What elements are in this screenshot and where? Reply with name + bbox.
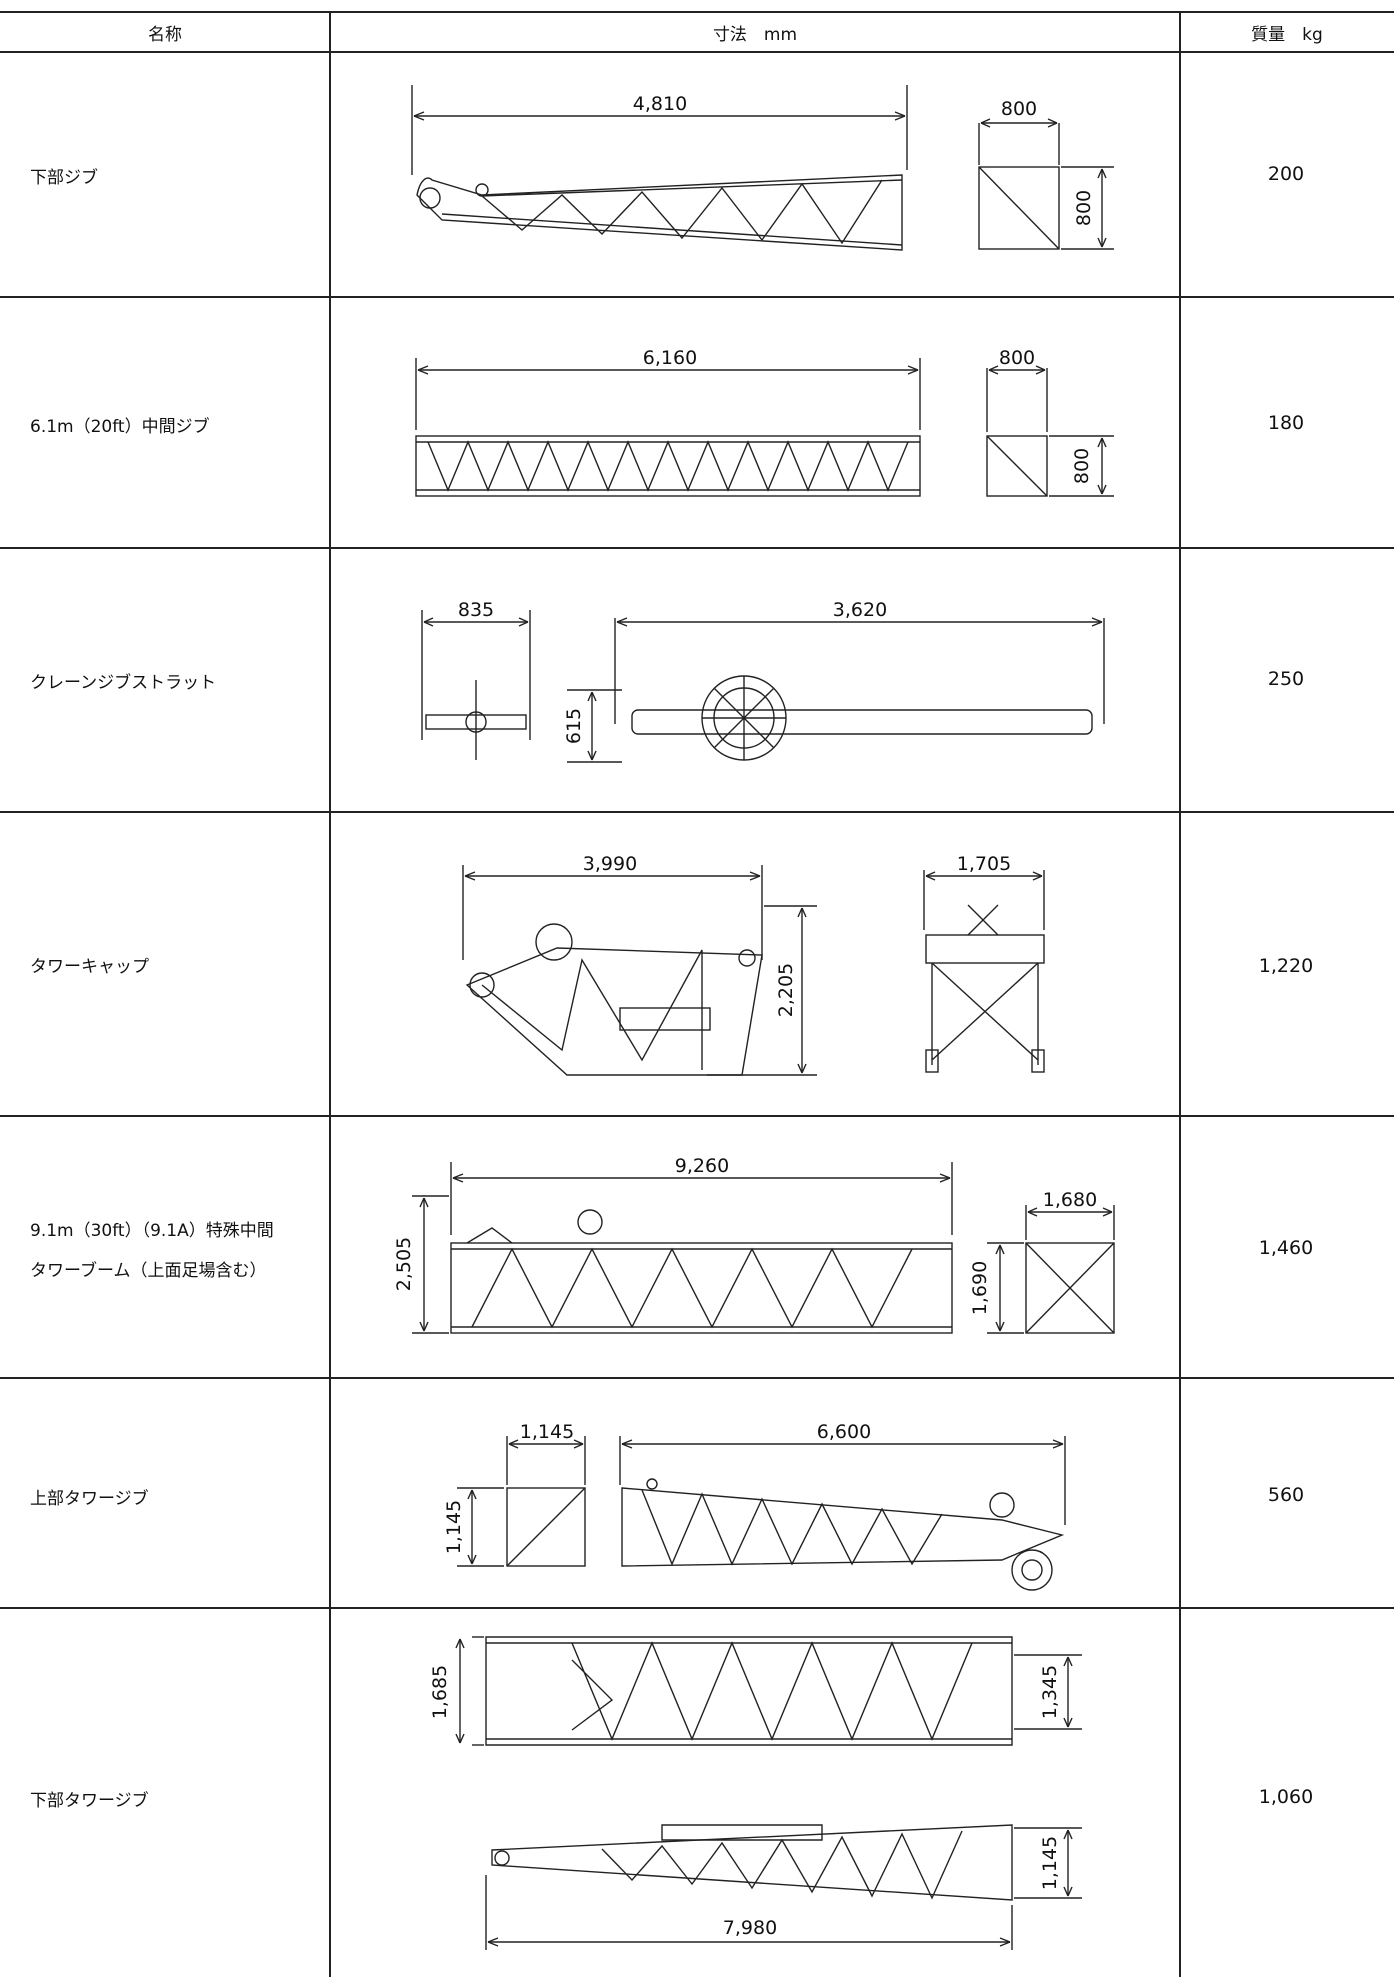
- row-5-name-line-2: タワーブーム（上面足場含む）: [30, 1261, 267, 1281]
- row-7-name: 下部タワージブ: [30, 1791, 149, 1811]
- dim-tower-boom-height: 2,505: [393, 1237, 415, 1291]
- row-2-mass: 180: [1267, 412, 1305, 434]
- dim-tower-cap-width: 1,705: [957, 853, 1011, 875]
- drawing-special-tower-boom: 9,260 2,505 1,680 1,690: [393, 1155, 1115, 1334]
- dim-tower-cap-length: 3,990: [583, 853, 637, 875]
- dim-upper-jib-height: 1,145: [443, 1500, 465, 1554]
- dim-tower-boom-length: 9,260: [675, 1155, 729, 1177]
- drawing-lower-tower-jib: 1,685 1,345 1,145 7,980: [429, 1636, 1082, 1950]
- dim-tower-cap-height: 2,205: [775, 963, 797, 1017]
- drawing-jib-strut: 835 3,620 615: [421, 599, 1105, 763]
- dim-tower-boom-height-2: 1,690: [969, 1261, 991, 1315]
- row-3-mass: 250: [1267, 668, 1305, 690]
- dim-lower-tower-jib-inner: 1,345: [1039, 1665, 1061, 1719]
- dim-lower-tower-jib-length: 7,980: [723, 1917, 777, 1939]
- dim-lower-tower-jib-height: 1,145: [1039, 1836, 1061, 1890]
- drawing-intermediate-jib: 6,160 800 800: [415, 347, 1114, 497]
- header-mass: 質量 kg: [1251, 24, 1323, 45]
- dim-strut-width: 835: [458, 599, 494, 621]
- row-5-mass: 1,460: [1258, 1237, 1314, 1259]
- header-name: 名称: [148, 24, 182, 45]
- dim-lower-jib-length: 4,810: [633, 93, 687, 115]
- drawing-upper-tower-jib: 1,145 1,145 6,600: [443, 1421, 1066, 1591]
- dim-lower-jib-height: 800: [1073, 190, 1095, 226]
- dim-upper-jib-width: 1,145: [520, 1421, 574, 1443]
- row-4-name: タワーキャップ: [30, 957, 149, 977]
- drawing-tower-cap: 3,990 2,205 1,705: [462, 853, 1045, 1076]
- row-5-name-line-1: 9.1m（30ft）（9.1A）特殊中間: [30, 1221, 274, 1241]
- dim-intermediate-jib-height: 800: [1071, 448, 1093, 484]
- row-7-mass: 1,060: [1258, 1786, 1314, 1808]
- row-6-mass: 560: [1267, 1484, 1305, 1506]
- row-2-name: 6.1m（20ft）中間ジブ: [30, 417, 210, 437]
- dim-upper-jib-length: 6,600: [817, 1421, 871, 1443]
- dim-lower-tower-jib-width: 1,685: [429, 1665, 451, 1719]
- row-4-mass: 1,220: [1258, 955, 1314, 977]
- dim-lower-jib-width: 800: [1001, 98, 1037, 120]
- dim-intermediate-jib-length: 6,160: [643, 347, 697, 369]
- dim-strut-length: 3,620: [833, 599, 887, 621]
- dim-tower-boom-width: 1,680: [1043, 1189, 1097, 1211]
- row-1-name: 下部ジブ: [30, 168, 98, 188]
- header-dimensions: 寸法 mm: [712, 24, 798, 45]
- drawing-lower-jib: 4,810 800 800: [411, 85, 1114, 251]
- dim-intermediate-jib-width: 800: [999, 347, 1035, 369]
- dim-strut-height: 615: [563, 708, 585, 744]
- row-1-mass: 200: [1267, 163, 1305, 185]
- row-6-name: 上部タワージブ: [30, 1489, 149, 1509]
- row-3-name: クレーンジブストラット: [30, 673, 217, 693]
